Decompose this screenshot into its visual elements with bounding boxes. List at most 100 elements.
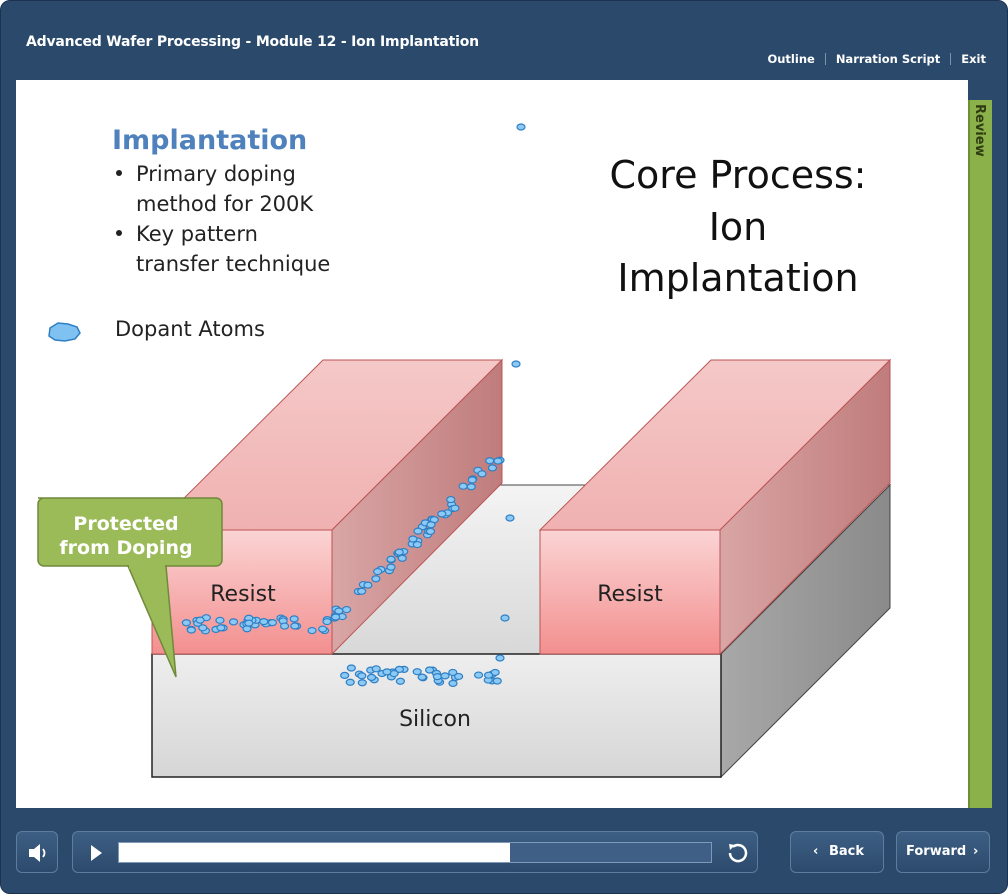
dopant-atom (477, 470, 487, 478)
resist-right-block (538, 358, 892, 656)
dopant-atom (307, 626, 317, 635)
dopant-atom (195, 616, 205, 624)
top-links: Outline Narration Script Exit (767, 52, 986, 66)
replay-icon[interactable] (717, 833, 757, 873)
dopant-atom (322, 617, 332, 626)
play-icon[interactable] (75, 832, 117, 874)
dopant-atom (425, 527, 436, 536)
progress-slider[interactable] (118, 842, 712, 863)
protected-callout (37, 497, 223, 678)
window-title: Advanced Wafer Processing - Module 12 - … (26, 34, 479, 50)
dopant-atom (446, 495, 456, 504)
callout-line-2: from Doping (59, 537, 192, 559)
dopant-legend-label: Dopant Atoms (115, 317, 265, 341)
core-title-line-1: Core Process: (610, 153, 867, 197)
dopant-atom (412, 540, 422, 549)
bullet-1-line-2: method for 200K (136, 192, 314, 216)
bullet-dot (116, 230, 122, 236)
core-title-line-2: Ion (709, 205, 768, 249)
dopant-atom (228, 618, 239, 626)
dopant-atom (259, 618, 269, 626)
forward-button[interactable]: Forward › (896, 831, 990, 873)
dopant-atom (397, 554, 407, 562)
back-button-label: Back (829, 844, 865, 859)
dopant-atom (448, 668, 458, 677)
dopant-atom (424, 666, 435, 674)
dopant-atom (357, 587, 367, 595)
dopant-atom (318, 625, 328, 633)
dopant-atom (215, 616, 225, 624)
dopant-atom (395, 677, 405, 685)
chevron-right-icon: › (973, 844, 979, 859)
dopant-atom (426, 521, 436, 529)
dopant-atom (500, 614, 510, 622)
dopant-atom (417, 673, 427, 681)
dopant-atom (331, 613, 341, 621)
dopant-atom (363, 581, 373, 589)
dopant-atom (487, 464, 498, 472)
dopant-atom (511, 360, 521, 368)
dopant-atom (467, 476, 477, 484)
dopant-atom (340, 671, 350, 680)
dopant-atom (386, 555, 396, 563)
dopant-atom (432, 673, 442, 681)
dopant-atom (181, 619, 191, 627)
outline-link[interactable]: Outline (767, 52, 815, 66)
dopant-atom (505, 514, 515, 522)
dopant-atom (448, 679, 458, 687)
resist-left-label: Resist (210, 582, 276, 607)
dopant-atom (334, 607, 344, 615)
chevron-left-icon: ‹ (813, 844, 819, 859)
dopant-atom (412, 668, 422, 676)
exit-link[interactable]: Exit (961, 52, 986, 66)
review-tab-label: Review (972, 104, 987, 157)
speaker-icon (29, 844, 46, 862)
dopant-atom (437, 510, 447, 518)
dopant-atom (440, 672, 450, 680)
resist-right-label: Resist (597, 582, 663, 607)
review-tab[interactable] (968, 100, 992, 808)
slide-heading: Implantation (112, 125, 307, 156)
dopant-atom (454, 672, 464, 681)
dopant-atom (516, 123, 526, 131)
narration-script-link[interactable]: Narration Script (835, 52, 941, 66)
dopant-atom (473, 671, 484, 679)
bullet-2-line-1: Key pattern (136, 222, 258, 246)
callout-line-1: Protected (73, 513, 178, 535)
dopant-atom (408, 535, 418, 543)
dopant-atom (346, 664, 356, 672)
dopant-atom (267, 619, 278, 627)
dopant-atom (382, 668, 392, 676)
dopant-atom (290, 622, 300, 630)
dopant-atom (492, 677, 502, 685)
dopant-atom (216, 624, 226, 632)
dopant-atom (413, 527, 423, 535)
slide-canvas: Implantation Primary doping method for 2… (16, 80, 968, 808)
dopant-atom (341, 605, 352, 614)
dopant-atom (483, 671, 494, 679)
dopant-atom (366, 673, 377, 681)
dopant-atoms (181, 123, 526, 687)
dopant-atom (386, 563, 396, 571)
bullet-2-line-2: transfer technique (136, 252, 330, 276)
dopant-atom (198, 624, 208, 632)
dopant-atom (357, 672, 367, 680)
progress-fill (119, 843, 510, 862)
back-button[interactable]: ‹ Back (790, 831, 884, 873)
dopant-atom (495, 654, 505, 662)
core-title-line-3: Implantation (617, 256, 858, 300)
dopant-atom (345, 678, 355, 686)
dopant-atom (279, 622, 290, 630)
link-divider (950, 53, 952, 65)
dopant-atom (493, 457, 503, 465)
dopant-atom (458, 482, 468, 490)
dopant-atom (485, 457, 495, 465)
dopant-atom (371, 665, 381, 673)
dopant-atom (466, 483, 476, 491)
bullet-1-line-1: Primary doping (136, 162, 296, 186)
dopant-atom (373, 567, 383, 576)
dopant-atom (244, 619, 254, 627)
slide-diagram: Implantation Primary doping method for 2… (37, 123, 892, 779)
dopant-atom (357, 679, 367, 687)
volume-button[interactable] (16, 831, 58, 873)
